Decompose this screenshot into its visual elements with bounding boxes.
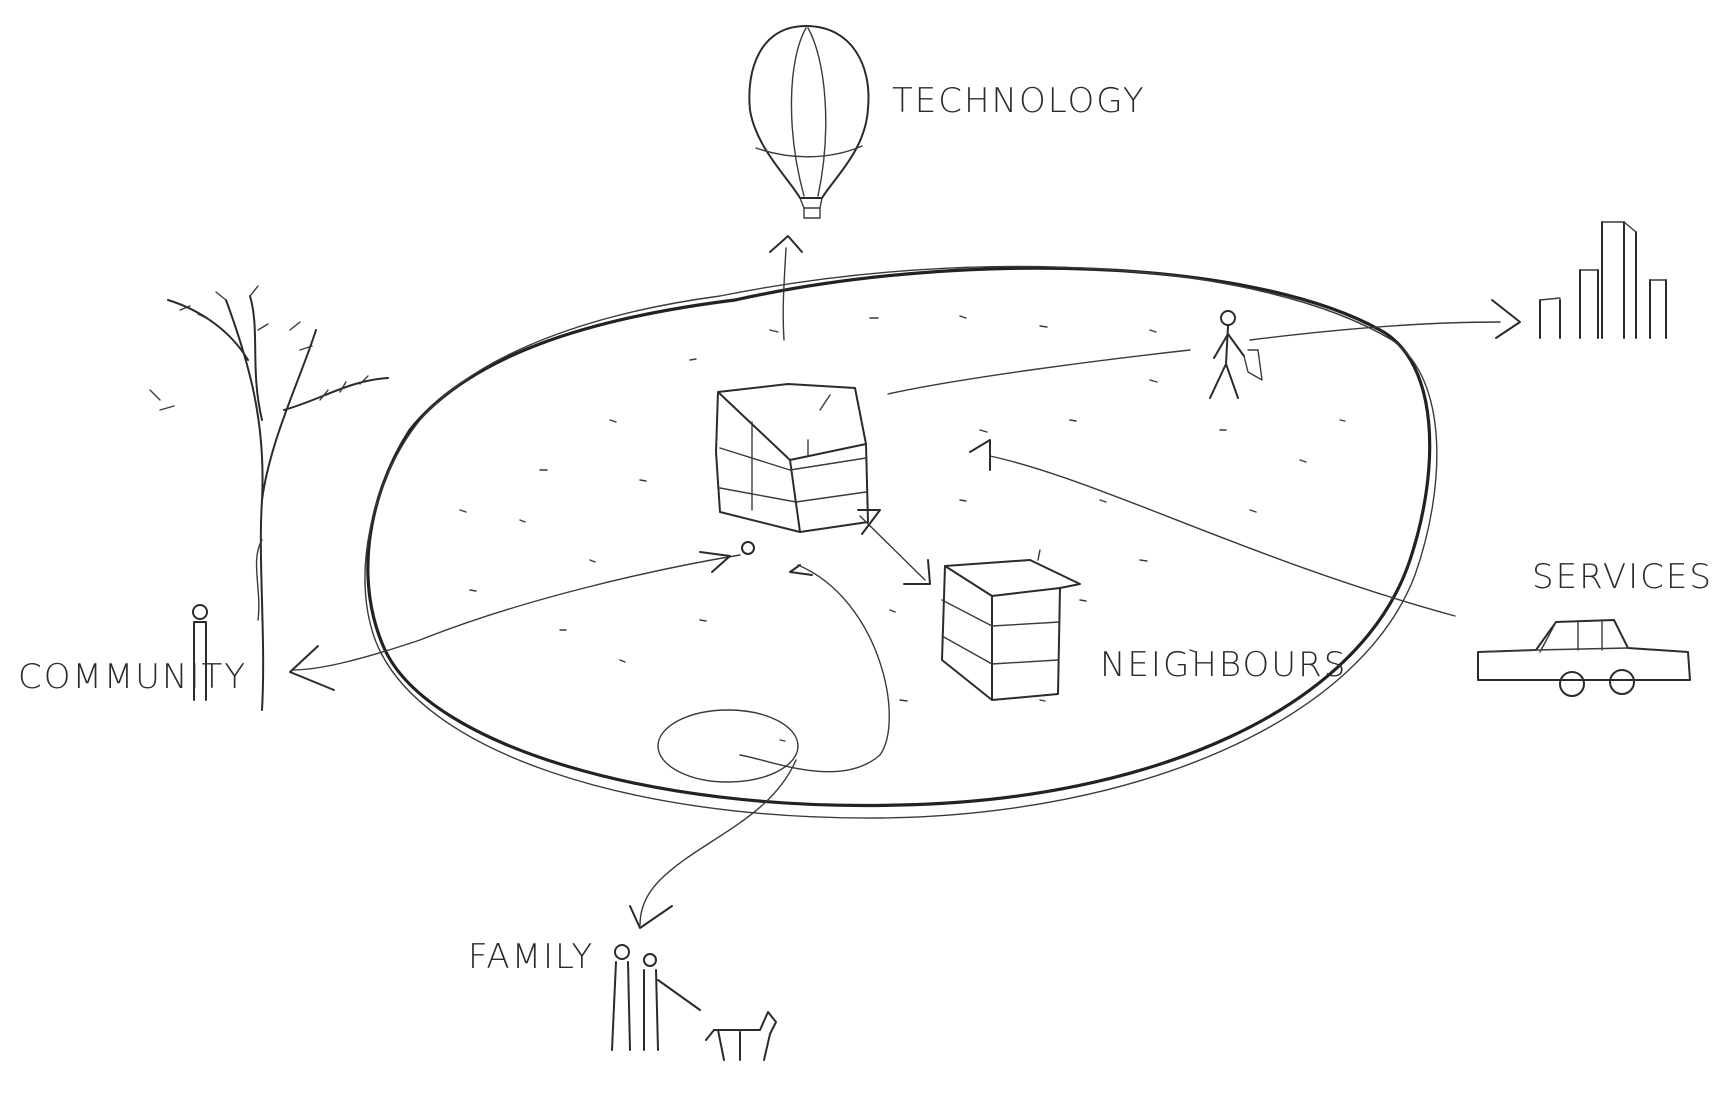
ground-disc-outline-bold	[368, 268, 1430, 805]
community-label: COMMUNITY	[18, 657, 247, 697]
family-label: FAMILY	[468, 937, 594, 977]
balloon-icon	[749, 26, 868, 218]
person-with-bag-icon	[1210, 311, 1262, 398]
dog-icon	[706, 1012, 776, 1060]
house-icon	[716, 384, 868, 532]
family-figures-icon	[612, 945, 700, 1050]
tree-icon	[150, 286, 388, 710]
family-link	[630, 710, 798, 928]
services-label: SERVICES	[1532, 557, 1713, 597]
ground-disc	[365, 266, 1437, 818]
car-icon	[1478, 620, 1690, 696]
city-towers-icon	[1540, 222, 1666, 338]
neighbours-label: NEIGHBOURS	[1100, 645, 1347, 685]
neighbour-house-icon	[942, 550, 1080, 700]
technology-label: TECHNOLOGY	[892, 81, 1146, 121]
centre-point	[742, 542, 754, 554]
